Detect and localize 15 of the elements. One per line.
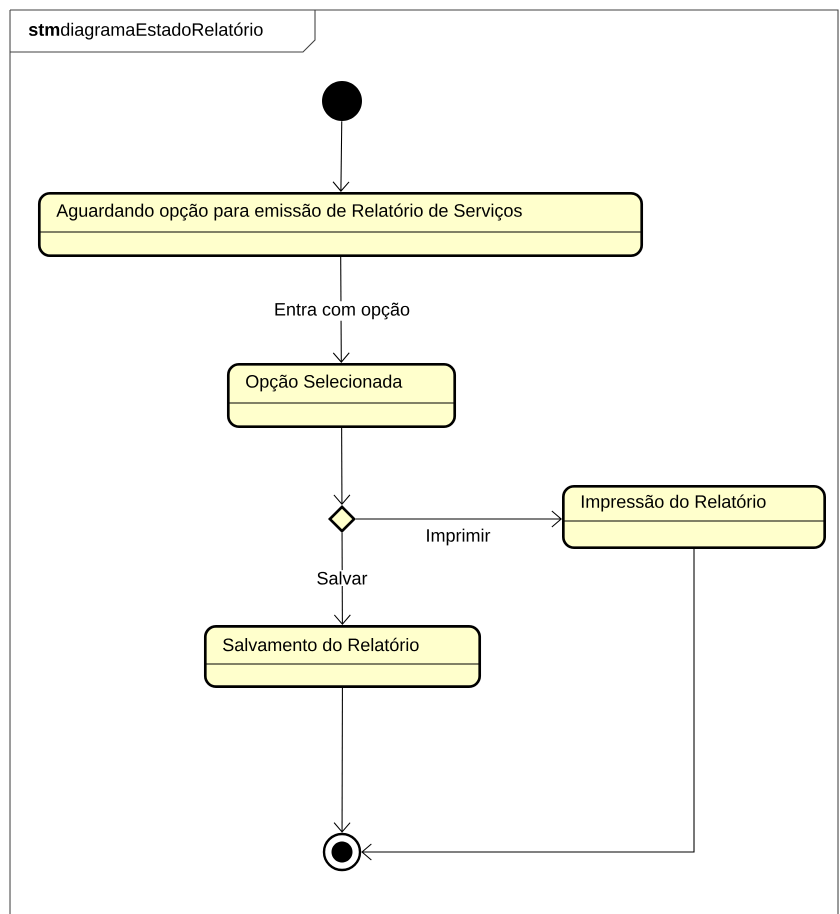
state-box: Opção Selecionada bbox=[226, 362, 456, 428]
state-box: Aguardando opção para emissão de Relatório de Serviços bbox=[38, 192, 644, 258]
edge-label: Entra com opção bbox=[272, 301, 412, 321]
arrow bbox=[361, 549, 695, 860]
arrow bbox=[334, 688, 350, 833]
edge-label: Imprimir bbox=[424, 527, 492, 547]
initial-state-dot bbox=[322, 81, 362, 121]
final-state-circle bbox=[322, 832, 362, 872]
arrow bbox=[334, 428, 350, 506]
edge-label: Salvar bbox=[315, 570, 369, 586]
state-box: Impressão do Relatório bbox=[562, 485, 826, 549]
arrow bbox=[356, 510, 562, 528]
arrow bbox=[332, 121, 350, 192]
state-box: Salvamento do Relatório bbox=[204, 625, 482, 688]
title-tab: stmdiagramaEstadoRelatório bbox=[10, 10, 316, 53]
